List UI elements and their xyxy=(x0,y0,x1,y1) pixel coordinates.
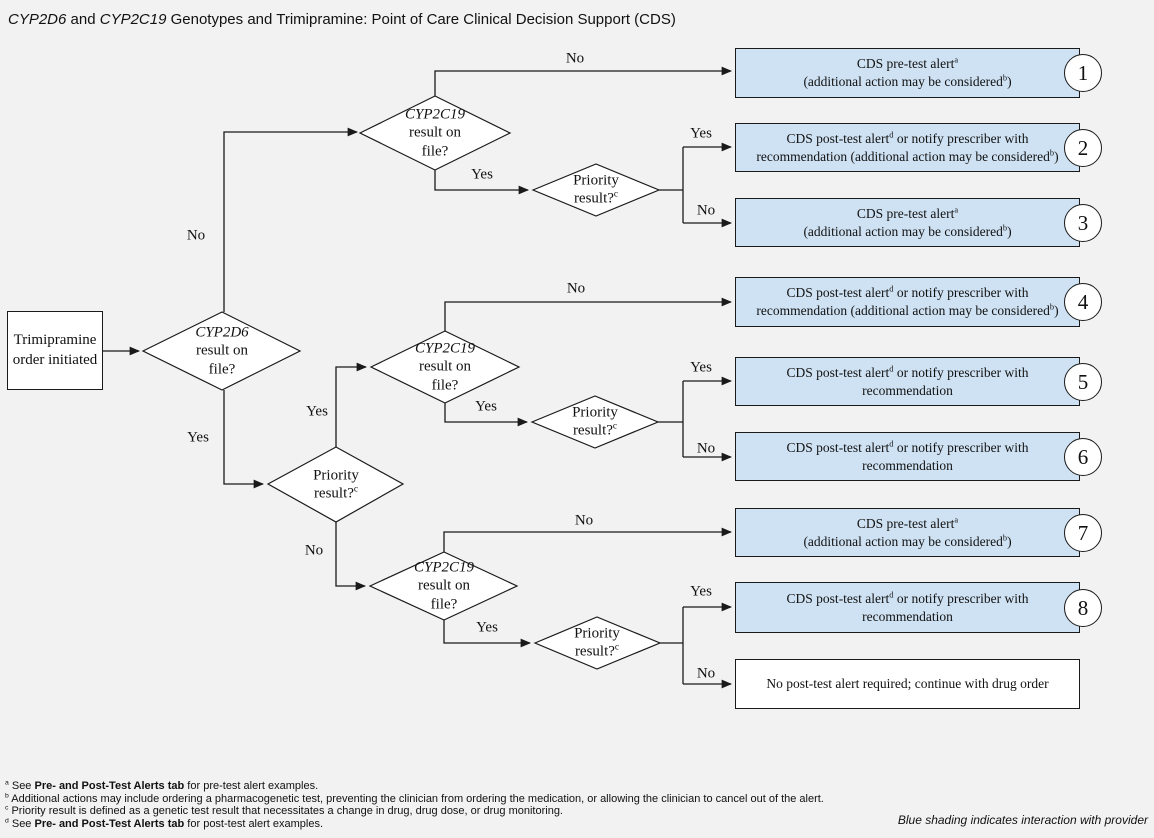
decision-diamond-cyp2c19-mid xyxy=(369,330,521,404)
decision-diamond-priority-top xyxy=(531,163,661,217)
outcome-box-3: CDS pre-test alerta(additional action ma… xyxy=(735,198,1080,247)
outcome-box-3-text: CDS pre-test alerta(additional action ma… xyxy=(803,205,1012,239)
outcome-box-6-text: CDS post-test alertd or notify prescribe… xyxy=(786,439,1029,473)
connector-cyp2c19top-no xyxy=(434,66,733,96)
connector-priorityleft-no xyxy=(335,522,367,591)
edge-label-yes: Yes xyxy=(476,619,498,636)
outcome-box-7: CDS pre-test alerta(additional action ma… xyxy=(735,508,1080,557)
edge-label-no: No xyxy=(696,665,716,682)
outcome-box-5-text: CDS post-test alertd or notify prescribe… xyxy=(786,364,1029,398)
edge-label-yes: Yes xyxy=(690,359,712,376)
outcome-box-4-text: CDS post-test alertd or notify prescribe… xyxy=(756,284,1059,318)
edge-label-no: No xyxy=(186,227,206,244)
step-number-badge-4: 4 xyxy=(1064,283,1102,321)
outcome-box-4: CDS post-test alertd or notify prescribe… xyxy=(735,277,1080,327)
step-number-badge-8: 8 xyxy=(1064,589,1102,627)
step-number-badge-5: 5 xyxy=(1064,363,1102,401)
decision-diamond-priority-left xyxy=(266,446,405,523)
page-title: CYP2D6 and CYP2C19 Genotypes and Trimipr… xyxy=(8,11,676,28)
step-number-badge-2: 2 xyxy=(1064,129,1102,167)
start-node-label: Trimipramine order initiated xyxy=(12,332,98,368)
outcome-box-2: CDS post-test alertd or notify prescribe… xyxy=(735,123,1080,172)
footnote-b: b Additional actions may include orderin… xyxy=(5,791,824,805)
step-number-badge-6: 6 xyxy=(1064,438,1102,476)
edge-label-no: No xyxy=(565,50,585,67)
connector-cyp2d6-yes xyxy=(223,390,265,489)
edge-label-yes: Yes xyxy=(475,398,497,415)
edge-label-no: No xyxy=(696,440,716,457)
legend-note: Blue shading indicates interaction with … xyxy=(897,813,1148,827)
edge-label-no: No xyxy=(574,512,594,529)
decision-diamond-cyp2c19-top xyxy=(358,95,512,171)
connector-cyp2c19bottom-no xyxy=(443,527,733,552)
connector-cyp2c19mid-yes xyxy=(444,403,529,427)
outcome-box-8: CDS post-test alertd or notify prescribe… xyxy=(735,582,1080,633)
outcome-box-1: CDS pre-test alerta(additional action ma… xyxy=(735,48,1080,98)
outcome-box-1-text: CDS pre-test alerta(additional action ma… xyxy=(803,55,1012,89)
step-number-badge-3: 3 xyxy=(1064,204,1102,242)
edge-label-no: No xyxy=(566,280,586,297)
decision-diamond-cyp2c19-bottom xyxy=(368,551,519,621)
edge-label-no: No xyxy=(696,202,716,219)
edge-label-yes: Yes xyxy=(471,166,493,183)
step-number-badge-7: 7 xyxy=(1064,514,1102,552)
decision-diamond-cyp2d6 xyxy=(141,311,302,391)
outcome-box-7-text: CDS pre-test alerta(additional action ma… xyxy=(803,515,1012,549)
step-number-badge-1: 1 xyxy=(1064,54,1102,92)
connector-cyp2c19bottom-yes xyxy=(443,620,532,648)
outcome-box-no-alert: No post-test alert required; continue wi… xyxy=(735,659,1080,709)
edge-label-no: No xyxy=(304,542,324,559)
footnote-d: d See Pre- and Post-Test Alerts tab for … xyxy=(5,817,324,830)
outcome-box-6: CDS post-test alertd or notify prescribe… xyxy=(735,432,1080,481)
footnote-c: c Priority result is defined as a geneti… xyxy=(5,804,563,818)
edge-label-yes: Yes xyxy=(690,125,712,142)
edge-label-yes: Yes xyxy=(690,583,712,600)
edge-label-yes: Yes xyxy=(187,429,209,446)
connector-cyp2d6-no xyxy=(223,127,359,312)
outcome-box-2-text: CDS post-test alertd or notify prescribe… xyxy=(756,130,1059,164)
footnote-a: a See Pre- and Post-Test Alerts tab for … xyxy=(5,779,319,792)
outcome-box-8-text: CDS post-test alertd or notify prescribe… xyxy=(786,590,1029,624)
connector-priorityleft-yes xyxy=(335,362,368,447)
edge-label-yes: Yes xyxy=(306,403,328,420)
footnotes: a See Pre- and Post-Test Alerts tab for … xyxy=(5,779,824,830)
connector-cyp2c19top-yes xyxy=(434,170,530,195)
start-node-trimipramine-order: Trimipramine order initiated xyxy=(7,311,103,390)
connector-cyp2c19mid-no xyxy=(444,297,733,331)
decision-diamond-priority-bottom xyxy=(533,616,662,670)
outcome-box-5: CDS post-test alertd or notify prescribe… xyxy=(735,357,1080,406)
outcome-box-no-alert-text: No post-test alert required; continue wi… xyxy=(766,676,1049,692)
decision-diamond-priority-mid xyxy=(530,395,660,449)
